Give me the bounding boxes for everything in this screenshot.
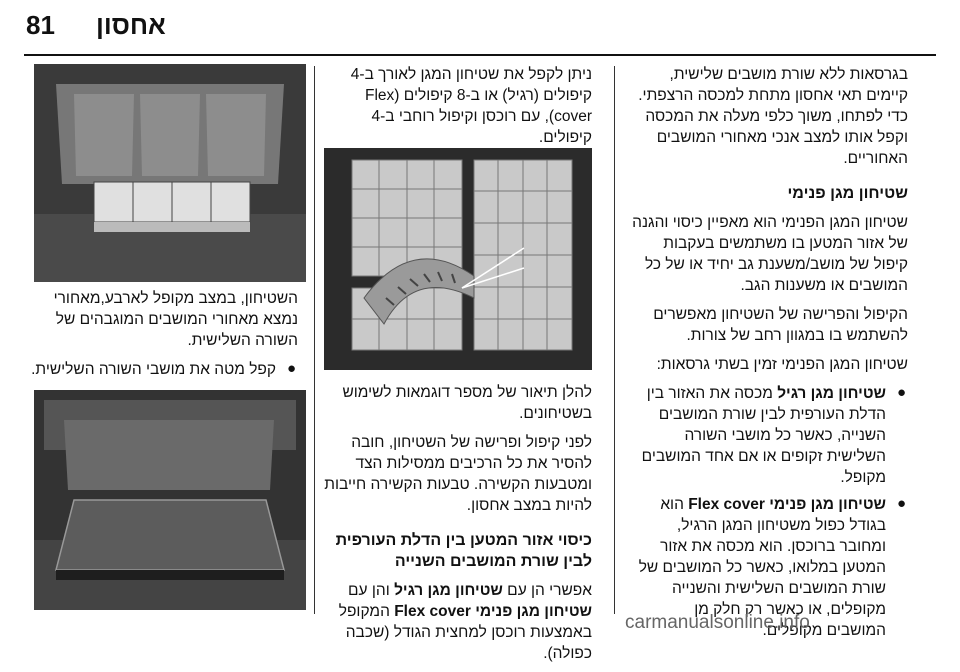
paragraph: שטיחון המגן הפנימי זמין בשתי גרסאות:	[656, 356, 908, 373]
page-number: 81	[26, 10, 55, 40]
term-description: הוא בגודל כפול משטיחון המגן הרגיל, ומחוב…	[638, 496, 886, 639]
list-item: ● קפל מטה את מושבי השורה השלישית.	[28, 359, 298, 380]
step-list: ● קפל מטה את מושבי השורה השלישית.	[28, 359, 298, 380]
paragraph: ניתן לקפל את שטיחון המגן לאורך ב-4 קיפול…	[350, 66, 592, 146]
section-heading: שטיחון מגן פנימי	[787, 185, 908, 202]
column-right: בגרסאות ללא שורת מושבים שלישית, קיימים ת…	[632, 64, 908, 647]
step-text: קפל מטה את מושבי השורה השלישית.	[31, 361, 276, 378]
chapter-title: אחסון	[96, 10, 166, 40]
header-rule	[24, 54, 936, 56]
intro-paragraph: בגרסאות ללא שורת מושבים שלישית, קיימים ת…	[638, 66, 908, 167]
term: שטיחון מגן פנימי Flex cover	[394, 603, 592, 620]
page-header: 81 אחסון	[0, 0, 960, 52]
zipper-cover-drawing	[351, 159, 573, 351]
text-run: אפשרי הן עם	[502, 582, 592, 599]
paragraph: השטיחון, במצב מקופל לארבע,מאחורי נמצא מא…	[53, 290, 298, 349]
paragraph: הקיפול והפרישה של השטיחון מאפשרים להשתמש…	[653, 306, 908, 344]
column-left: השטיחון, במצב מקופל לארבע,מאחורי נמצא מא…	[28, 288, 298, 386]
watermark: carmanualsonline.info	[625, 612, 810, 633]
text-run: והן עם	[348, 582, 395, 599]
bullet-icon: ●	[286, 360, 296, 377]
section-heading: כיסוי אזור המטען בין הדלת העורפית לבין ש…	[335, 532, 592, 570]
flat-cover-drawing	[34, 390, 306, 610]
bullet-icon: ●	[896, 495, 906, 512]
version-list: ● שטיחון מגן רגיל מכסה את האזור בין הדלת …	[632, 383, 908, 641]
term: שטיחון מגן רגיל	[394, 582, 503, 599]
term: שטיחון מגן רגיל	[777, 385, 886, 402]
list-item: ● שטיחון מגן פנימי Flex cover הוא בגודל כ…	[632, 494, 908, 641]
column-middle: ניתן לקפל את שטיחון המגן לאורך ב-4 קיפול…	[324, 64, 592, 156]
folding-cover-illustration	[324, 148, 592, 370]
bullet-icon: ●	[896, 384, 906, 401]
folded-cover-drawing	[34, 64, 306, 282]
paragraph: אפשרי הן עם שטיחון מגן רגיל והן עם שטיחו…	[324, 580, 592, 664]
trunk-photo-bottom	[34, 390, 306, 610]
column-divider-left	[314, 66, 315, 614]
list-item: ● שטיחון מגן רגיל מכסה את האזור בין הדלת …	[632, 383, 908, 488]
term-description: מכסה את האזור בין הדלת העורפית לבין שורת…	[641, 385, 886, 486]
trunk-photo-top	[34, 64, 306, 282]
paragraph: להלן תיאור של מספר דוגמאות לשימוש בשטיחו…	[342, 384, 592, 422]
paragraph: שטיחון המגן הפנימי הוא מאפיין כיסוי והגנ…	[632, 214, 908, 294]
term: שטיחון מגן פנימי Flex cover	[688, 496, 886, 513]
column-middle-lower: להלן תיאור של מספר דוגמאות לשימוש בשטיחו…	[324, 382, 592, 672]
paragraph: לפני קיפול ופרישה של השטיחון, חובה להסיר…	[324, 434, 592, 514]
column-divider-right	[614, 66, 615, 614]
